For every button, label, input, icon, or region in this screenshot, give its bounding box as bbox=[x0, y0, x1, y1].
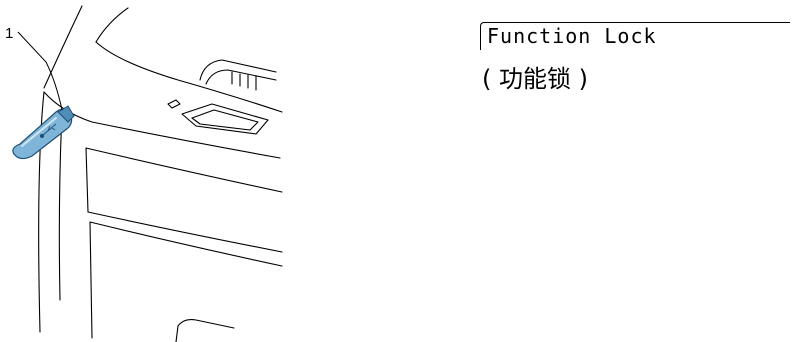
printer-front-inner-left bbox=[58, 111, 63, 301]
usb-symbol-icon bbox=[39, 123, 57, 139]
power-button bbox=[167, 99, 181, 109]
front-cover-bottom bbox=[87, 211, 283, 253]
output-tray-ribs bbox=[231, 71, 257, 91]
output-tray-opening bbox=[199, 59, 277, 81]
paper-tray-handle bbox=[175, 319, 235, 342]
front-cover-left bbox=[85, 147, 89, 213]
printer-left-side bbox=[38, 91, 45, 333]
callout-number: 1 bbox=[5, 25, 13, 42]
printer-top-rim bbox=[95, 41, 283, 113]
usb-drive-icon bbox=[12, 105, 75, 160]
paper-tray-top bbox=[89, 221, 283, 267]
lcd-display-text: Function Lock bbox=[480, 22, 790, 50]
printer-illustration: 1 bbox=[5, 5, 283, 342]
callout-leader-line bbox=[17, 31, 63, 111]
paper-tray-left bbox=[89, 221, 93, 339]
control-panel-display-inner bbox=[191, 109, 259, 131]
printer-top-left-edge bbox=[43, 5, 83, 89]
printer-front-upper-edge bbox=[43, 91, 281, 159]
control-panel-display bbox=[181, 103, 269, 135]
output-tray-inner bbox=[205, 69, 277, 85]
front-cover-top bbox=[85, 147, 283, 193]
lcd-translation-text: ( 功能锁 ) bbox=[482, 65, 588, 93]
printer-top-back-edge bbox=[95, 7, 129, 43]
